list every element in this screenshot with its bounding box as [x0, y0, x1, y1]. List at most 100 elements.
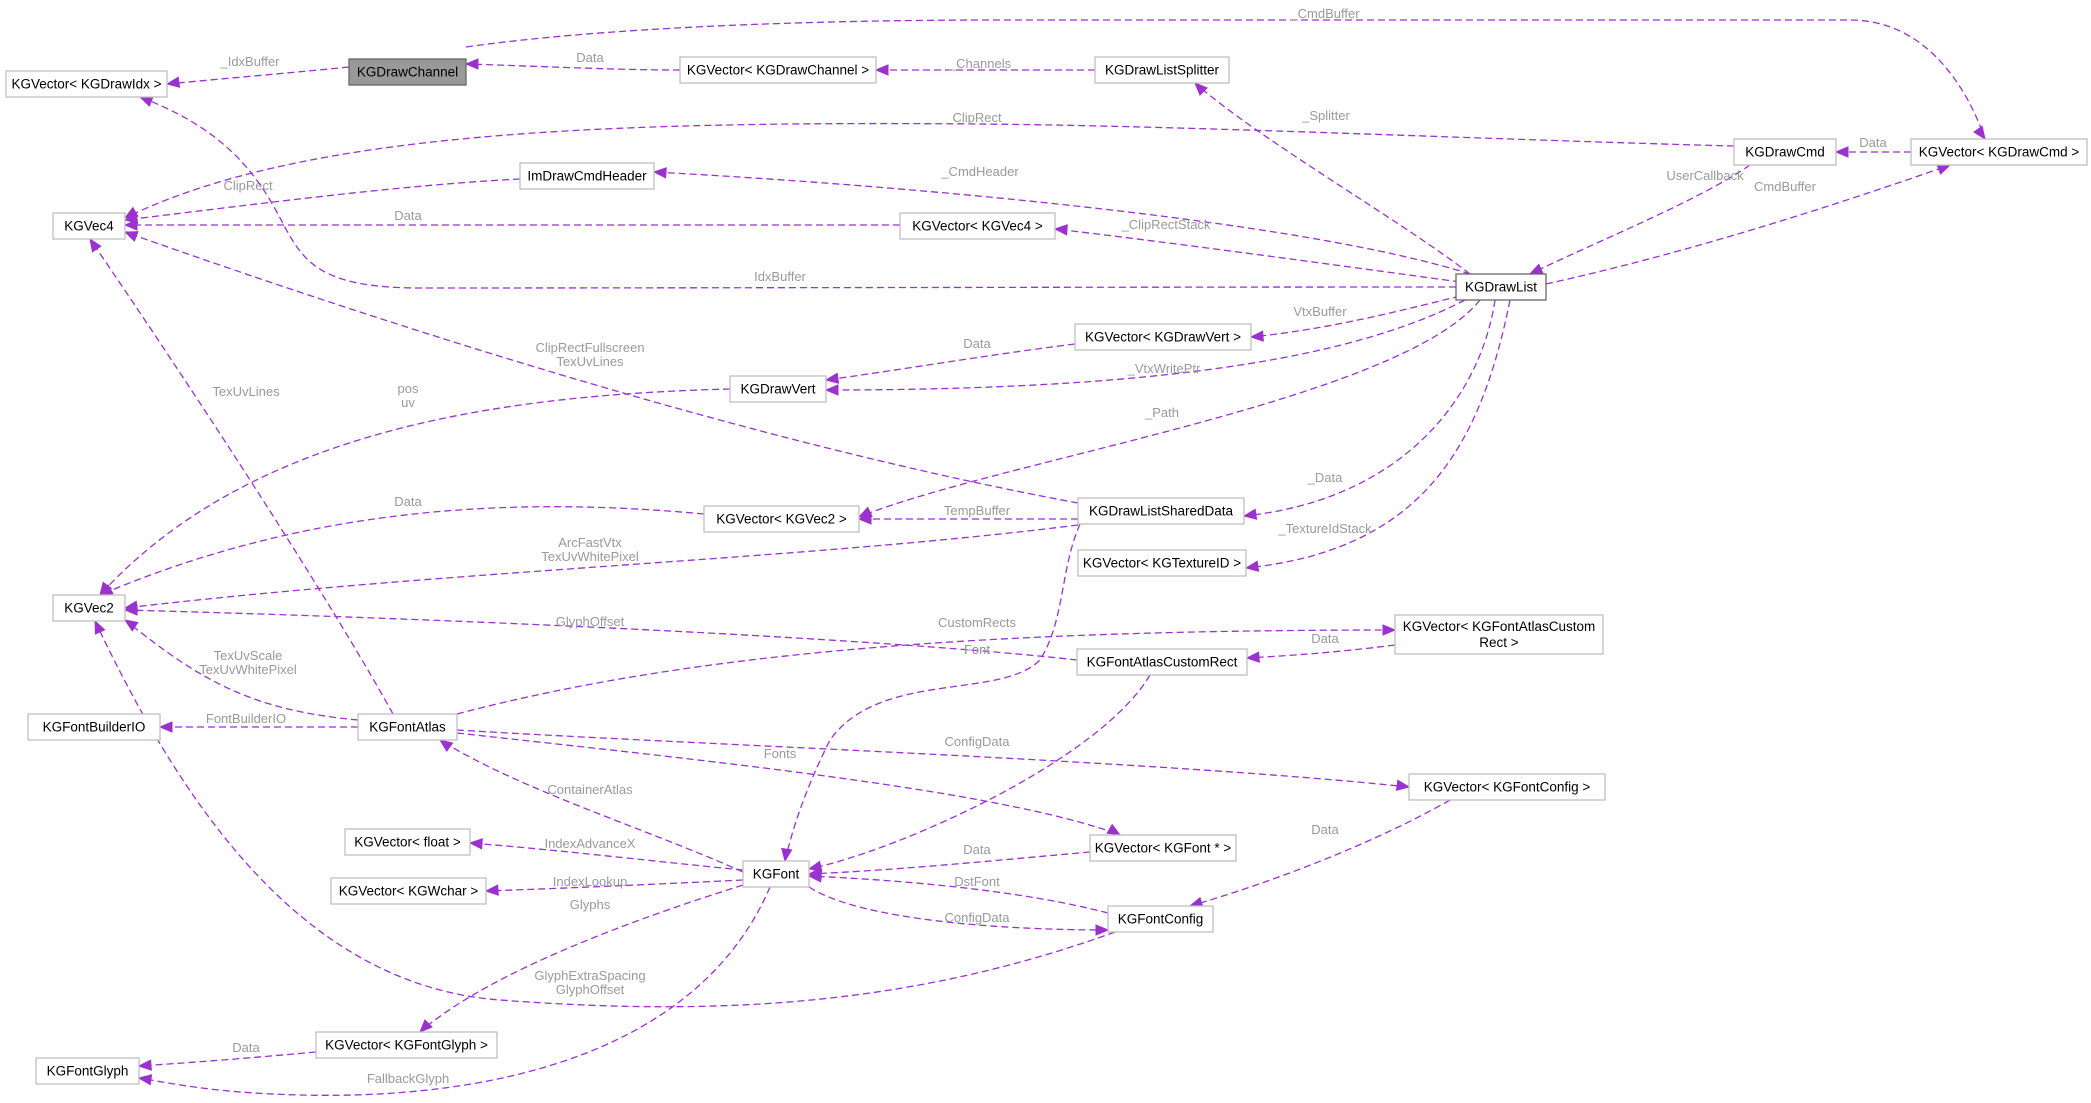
node-kgvector-font-config[interactable]: KGVector< KGFontConfig > [1408, 773, 1606, 801]
edge-line [465, 63, 681, 71]
node-kgfont-atlas-custom-rect[interactable]: KGFontAtlasCustomRect [1076, 648, 1248, 676]
node-label: KGVector< KGVec2 > [716, 512, 847, 527]
node-kgfont-config[interactable]: KGFontConfig [1107, 905, 1214, 933]
node-im-draw-cmd-header[interactable]: ImDrawCmdHeader [519, 162, 655, 190]
node-kgdraw-cmd[interactable]: KGDrawCmd [1733, 138, 1837, 166]
node-box [330, 877, 487, 905]
edge-label: ClipRectFullscreen [535, 340, 644, 355]
edge-data-glyph: Data [137, 1040, 317, 1071]
edge-line [1250, 295, 1461, 338]
edge-data-fontptr: Data [807, 842, 1091, 879]
edge-line [419, 884, 744, 1033]
node-kgdraw-vert[interactable]: KGDrawVert [729, 375, 827, 403]
node-kgvector-float[interactable]: KGVector< float > [344, 828, 471, 856]
edge-line [124, 524, 1079, 609]
edge-label: _CmdHeader [940, 164, 1019, 179]
edge-label: Fonts [764, 746, 797, 761]
edge-label: Data [1311, 631, 1339, 646]
node-box [519, 162, 655, 190]
edge-label: DstFont [954, 874, 1000, 889]
node-kgvector-draw-channel[interactable]: KGVector< KGDrawChannel > [679, 56, 877, 84]
node-box [52, 594, 126, 622]
edge-arrowhead [438, 739, 454, 753]
node-kgvector-wchar[interactable]: KGVector< KGWchar > [330, 877, 487, 905]
node-kgvector-font-glyph[interactable]: KGVector< KGFontGlyph > [315, 1031, 498, 1059]
edge-arrowhead [1973, 125, 1986, 141]
node-kgvec2[interactable]: KGVec2 [52, 594, 126, 622]
edge-label: IndexAdvanceX [544, 836, 635, 851]
node-label: KGVector< KGTextureID > [1083, 556, 1241, 571]
node-kgfont-builder-io[interactable]: KGFontBuilderIO [27, 713, 161, 741]
edge-arrowhead [419, 1019, 433, 1033]
edge-label: ArcFastVtx [558, 535, 622, 550]
node-box [899, 212, 1056, 240]
node-label: KGDrawVert [740, 382, 815, 397]
node-box [1910, 138, 2088, 166]
node-kgdraw-channel[interactable]: KGDrawChannel [348, 58, 467, 86]
edge-line [89, 238, 394, 715]
edge-arrowhead [158, 721, 173, 733]
node-box [357, 713, 458, 741]
edge-textureidstack: _TextureIdStack [1244, 299, 1511, 572]
node-kgdraw-list-shared-data[interactable]: KGDrawListSharedData [1077, 497, 1245, 525]
edge-dstfont: DstFont [807, 871, 1109, 914]
edge-arrowhead [1834, 146, 1849, 158]
edge-arrowhead [1245, 651, 1260, 663]
edge-label: TexUvWhitePixel [199, 662, 297, 677]
node-label: KGVector< KGVec4 > [912, 219, 1043, 234]
node-kgvector-vec2[interactable]: KGVector< KGVec2 > [703, 505, 860, 533]
edge-vtxwriteptr: _VtxWritePtr [824, 299, 1466, 396]
node-kgvector-draw-idx[interactable]: KGVector< KGDrawIdx > [5, 70, 168, 98]
edge-line [485, 879, 744, 892]
edge-line [1194, 82, 1471, 275]
node-kgdraw-list-splitter[interactable]: KGDrawListSplitter [1094, 56, 1230, 84]
edge-label: Data [232, 1040, 260, 1055]
edge-label: Data [963, 336, 991, 351]
edge-label: ConfigData [944, 910, 1010, 925]
edge-label: ClipRect [223, 178, 273, 193]
edge-data-channel: Data [464, 50, 681, 71]
node-kgdraw-list[interactable]: KGDrawList [1455, 273, 1547, 301]
edge-line [456, 629, 1396, 715]
edge-arrowhead [123, 219, 138, 231]
node-kgvector-font-atlas-custom-rect[interactable]: KGVector< KGFontAtlasCustomRect > [1394, 614, 1604, 655]
edge-cliprectstack: _ClipRectStack [1053, 217, 1461, 283]
node-label: KGVector< KGFont * > [1095, 841, 1232, 856]
node-kgfont[interactable]: KGFont [742, 860, 810, 888]
edge-line [1245, 299, 1511, 569]
edge-fallbackglyph: FallbackGlyph [137, 886, 771, 1096]
node-box [1094, 56, 1230, 84]
node-kgfont-atlas[interactable]: KGFontAtlas [357, 713, 458, 741]
edge-line [784, 523, 1081, 862]
edge-data-vert: Data [824, 336, 1076, 384]
edge-font-customrect: Font [807, 642, 1151, 872]
edge-label: _Path [1144, 405, 1179, 420]
node-label: KGVector< KGDrawVert > [1085, 330, 1241, 345]
node-kgvector-texture-id[interactable]: KGVector< KGTextureID > [1077, 549, 1247, 577]
edge-arrowhead [1106, 823, 1122, 836]
node-box [742, 860, 810, 888]
edge-label: ConfigData [944, 734, 1010, 749]
node-kgfont-glyph[interactable]: KGFontGlyph [35, 1057, 140, 1085]
edge-label: VtxBuffer [1293, 304, 1347, 319]
edge-fontbuilderio: FontBuilderIO [158, 711, 358, 733]
edge-label: TempBuffer [944, 503, 1011, 518]
edge-tempbuffer: TempBuffer [857, 503, 1078, 525]
node-kgvector-draw-vert[interactable]: KGVector< KGDrawVert > [1074, 323, 1252, 351]
node-label: ImDrawCmdHeader [527, 169, 647, 184]
edge-customrects: CustomRects [456, 615, 1397, 715]
edge-line [1246, 644, 1396, 659]
edge-line [124, 231, 1079, 504]
node-label: KGDrawList [1465, 280, 1537, 295]
node-box [1107, 905, 1214, 933]
edge-arrowhead [89, 237, 102, 253]
edge-line [808, 886, 1109, 931]
node-kgvec4[interactable]: KGVec4 [52, 212, 126, 240]
node-kgvector-vec4[interactable]: KGVector< KGVec4 > [899, 212, 1056, 240]
node-box [1076, 648, 1248, 676]
edge-label: Font [964, 642, 990, 657]
edge-line [808, 851, 1091, 875]
node-kgvector-draw-cmd[interactable]: KGVector< KGDrawCmd > [1910, 138, 2088, 166]
node-kgvector-font-ptr[interactable]: KGVector< KGFont * > [1089, 834, 1237, 862]
